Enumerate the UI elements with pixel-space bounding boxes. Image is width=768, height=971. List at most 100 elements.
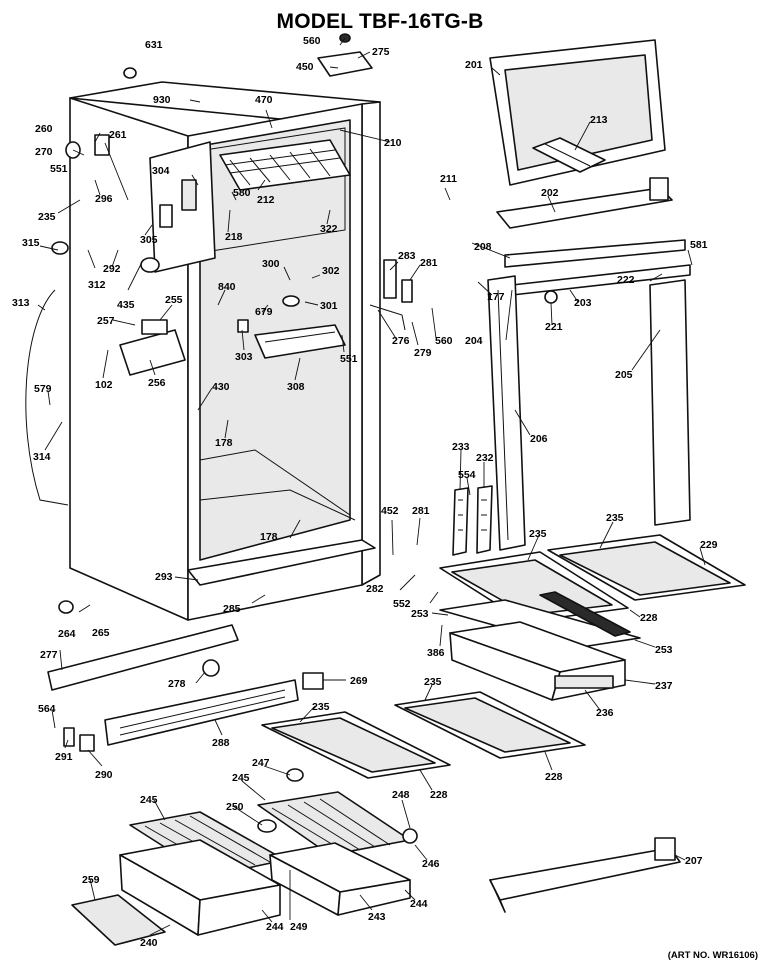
thermostat [202,659,220,677]
callout-430: 430 [212,381,230,393]
vegetable-pan-right [269,842,411,916]
callout-265: 265 [92,627,110,639]
leader-lines [37,37,706,936]
callout-235-top: 235 [38,211,56,223]
callout-245-left: 245 [140,794,158,806]
ice-tray [532,137,606,173]
callout-276: 276 [392,335,410,347]
drain-tube [25,289,69,506]
callout-303: 303 [235,351,253,363]
glass-shelf-lower-left [261,711,451,779]
callout-232: 232 [476,452,494,464]
small-cabinet-parts [25,33,373,506]
callout-218: 218 [225,231,243,243]
callout-235-shelf-right: 235 [606,512,624,524]
callout-305: 305 [140,234,158,246]
callout-257: 257 [97,315,115,327]
callout-269: 269 [350,675,368,687]
fresh-food-door-panel [487,275,526,551]
callout-554: 554 [458,469,476,481]
meat-pan [254,324,346,359]
callout-248: 248 [392,789,410,801]
callout-228-upper: 228 [640,612,658,624]
control-panel [149,141,216,273]
callout-213: 213 [590,114,608,126]
hinge-bracket [302,672,324,690]
callout-581: 581 [690,239,708,251]
callout-240: 240 [140,937,158,949]
cabinet-right-side [361,101,381,586]
callout-930: 930 [153,94,171,106]
callout-243: 243 [368,911,386,923]
callout-221: 221 [545,321,563,333]
callout-222: 222 [617,274,635,286]
callout-229: 229 [700,539,718,551]
model-title: MODEL TBF-16TG-B [277,10,484,33]
callout-308: 308 [287,381,305,393]
toe-grille [104,679,299,746]
callout-450: 450 [296,61,314,73]
callout-296: 296 [95,193,113,205]
callout-204: 204 [465,335,483,347]
callout-314: 314 [33,451,51,463]
callout-560-hinge: 560 [435,335,453,347]
callout-560: 560 [303,35,321,47]
callout-281-base: 281 [412,505,430,517]
door-plug [544,290,558,304]
callout-322: 322 [320,223,338,235]
callout-281-hinge: 281 [420,257,438,269]
freezer-door-shelf [496,177,673,229]
callout-264: 264 [58,628,76,640]
callout-210: 210 [384,137,402,149]
pan-slide-bracket [257,819,277,833]
callout-435: 435 [117,299,135,311]
pan-support-knob [286,768,304,782]
callout-245-right: 245 [232,772,250,784]
callout-470: 470 [255,94,273,106]
callout-679: 679 [255,306,273,318]
liner-bottom-step [199,489,356,521]
fresh-food-door-trim [649,279,691,526]
callout-178-floor: 178 [260,531,278,543]
callout-315: 315 [22,237,40,249]
art-number: (ART NO. WR16106) [668,950,758,961]
callout-250: 250 [226,801,244,813]
callout-302: 302 [322,265,340,277]
pan-roller [402,828,418,844]
leveling-leg [58,600,74,614]
callout-275: 275 [372,46,390,58]
callout-212: 212 [257,194,275,206]
callout-270: 270 [35,146,53,158]
callout-259: 259 [82,874,100,886]
glass-shelf-lower-right [394,691,586,759]
crisper-pan [449,621,626,701]
callout-207: 207 [685,855,703,867]
callout-580: 580 [233,187,251,199]
callout-452: 452 [381,505,399,517]
callout-255: 255 [165,294,183,306]
callout-205: 205 [615,369,633,381]
callout-244-right: 244 [410,898,428,910]
callout-203: 203 [574,297,592,309]
callout-291: 291 [55,751,73,763]
callout-301: 301 [320,300,338,312]
callout-564: 564 [38,703,56,715]
center-hinge [369,259,413,331]
callout-228-lower-right: 228 [545,771,563,783]
fresh-food-door-shelf [489,837,681,913]
callout-253-lower: 253 [655,644,673,656]
callout-102: 102 [95,379,113,391]
callout-247: 247 [252,757,270,769]
freezer-shelf [219,139,351,191]
callout-304: 304 [152,165,170,177]
callout-312: 312 [88,279,106,291]
callout-279: 279 [414,347,432,359]
callout-579: 579 [34,383,52,395]
callout-256: 256 [148,377,166,389]
callout-277: 277 [40,649,58,661]
callout-178-liner: 178 [215,437,233,449]
callout-244-left: 244 [266,921,284,933]
callout-631: 631 [145,39,163,51]
callout-292: 292 [103,263,121,275]
